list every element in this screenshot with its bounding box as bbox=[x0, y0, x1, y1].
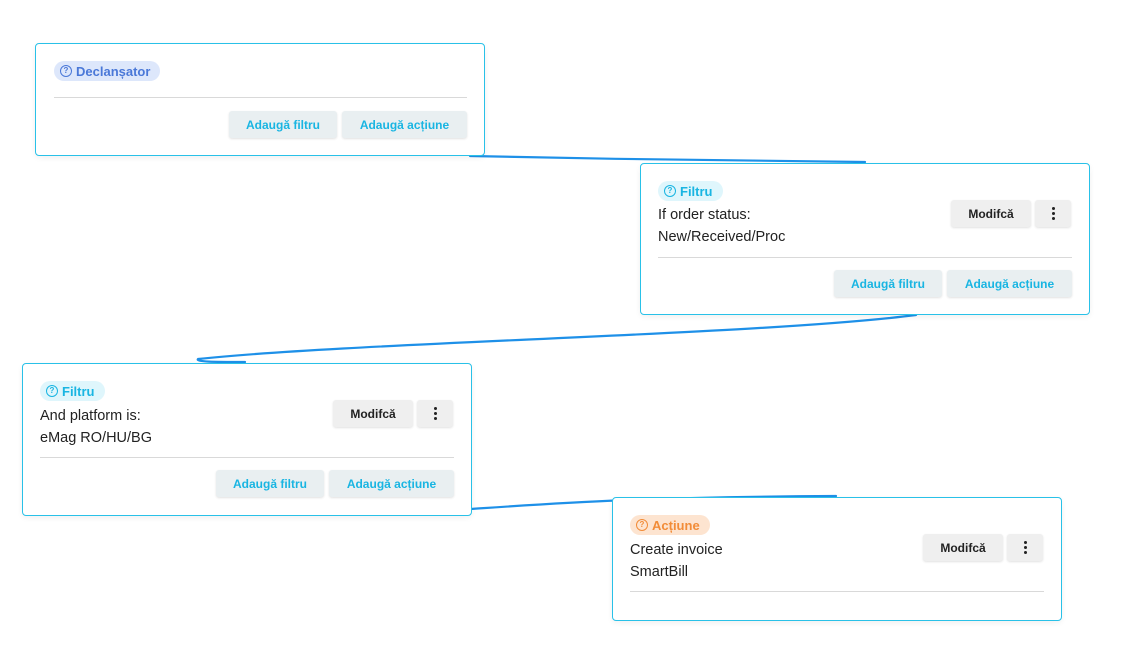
more-options-button[interactable] bbox=[1035, 200, 1071, 227]
trigger-divider bbox=[54, 97, 467, 98]
filter-divider bbox=[40, 457, 454, 458]
add-filter-button[interactable]: Adaugă filtru bbox=[834, 270, 942, 297]
filter-badge-label: Filtru bbox=[62, 383, 95, 399]
filter-badge-label: Filtru bbox=[680, 183, 713, 199]
trigger-badge: ? Declanșator bbox=[54, 61, 161, 81]
filter-description-line1: If order status: bbox=[658, 207, 751, 223]
filter-node-platform[interactable]: ? Filtru And platform is: eMag RO/HU/BG … bbox=[22, 363, 472, 516]
filter-node-order-status[interactable]: ? Filtru If order status: New/Received/P… bbox=[640, 163, 1090, 315]
connector-trigger-filter1 bbox=[468, 154, 867, 164]
more-vertical-icon bbox=[1023, 541, 1027, 554]
action-description: Create invoice SmartBill bbox=[630, 539, 723, 583]
question-circle-icon: ? bbox=[46, 385, 58, 397]
filter-badge: ? Filtru bbox=[40, 381, 105, 401]
question-circle-icon: ? bbox=[636, 519, 648, 531]
filter-description-line1: And platform is: bbox=[40, 408, 141, 424]
trigger-node[interactable]: ? Declanșator Adaugă filtru Adaugă acțiu… bbox=[35, 43, 485, 156]
filter-description-line2: New/Received/Proc bbox=[658, 229, 786, 245]
action-badge: ? Acțiune bbox=[630, 515, 710, 535]
add-action-button[interactable]: Adaugă acțiune bbox=[947, 270, 1072, 297]
more-options-button[interactable] bbox=[1007, 534, 1043, 561]
action-description-line2: SmartBill bbox=[630, 564, 689, 580]
filter-badge: ? Filtru bbox=[658, 181, 723, 201]
add-action-button[interactable]: Adaugă acțiune bbox=[329, 470, 454, 497]
action-description-line1: Create invoice bbox=[630, 542, 723, 558]
add-filter-button[interactable]: Adaugă filtru bbox=[216, 470, 324, 497]
action-divider bbox=[630, 591, 1044, 592]
action-badge-label: Acțiune bbox=[652, 517, 700, 533]
trigger-badge-label: Declanșator bbox=[76, 63, 151, 79]
filter-divider bbox=[658, 257, 1072, 258]
filter-description: And platform is: eMag RO/HU/BG bbox=[40, 405, 152, 449]
add-action-button[interactable]: Adaugă acțiune bbox=[342, 111, 467, 138]
question-circle-icon: ? bbox=[664, 185, 676, 197]
modify-button[interactable]: Modifcă bbox=[951, 200, 1031, 227]
more-vertical-icon bbox=[433, 407, 437, 420]
more-vertical-icon bbox=[1051, 207, 1055, 220]
filter-description-line2: eMag RO/HU/BG bbox=[40, 430, 152, 446]
filter-description: If order status: New/Received/Proc bbox=[658, 204, 785, 248]
modify-button[interactable]: Modifcă bbox=[333, 400, 413, 427]
add-filter-button[interactable]: Adaugă filtru bbox=[229, 111, 337, 138]
more-options-button[interactable] bbox=[417, 400, 453, 427]
action-node-create-invoice[interactable]: ? Acțiune Create invoice SmartBill Modif… bbox=[612, 497, 1062, 621]
question-circle-icon: ? bbox=[60, 65, 72, 77]
connector-filter1-filter2 bbox=[196, 313, 918, 364]
modify-button[interactable]: Modifcă bbox=[923, 534, 1003, 561]
